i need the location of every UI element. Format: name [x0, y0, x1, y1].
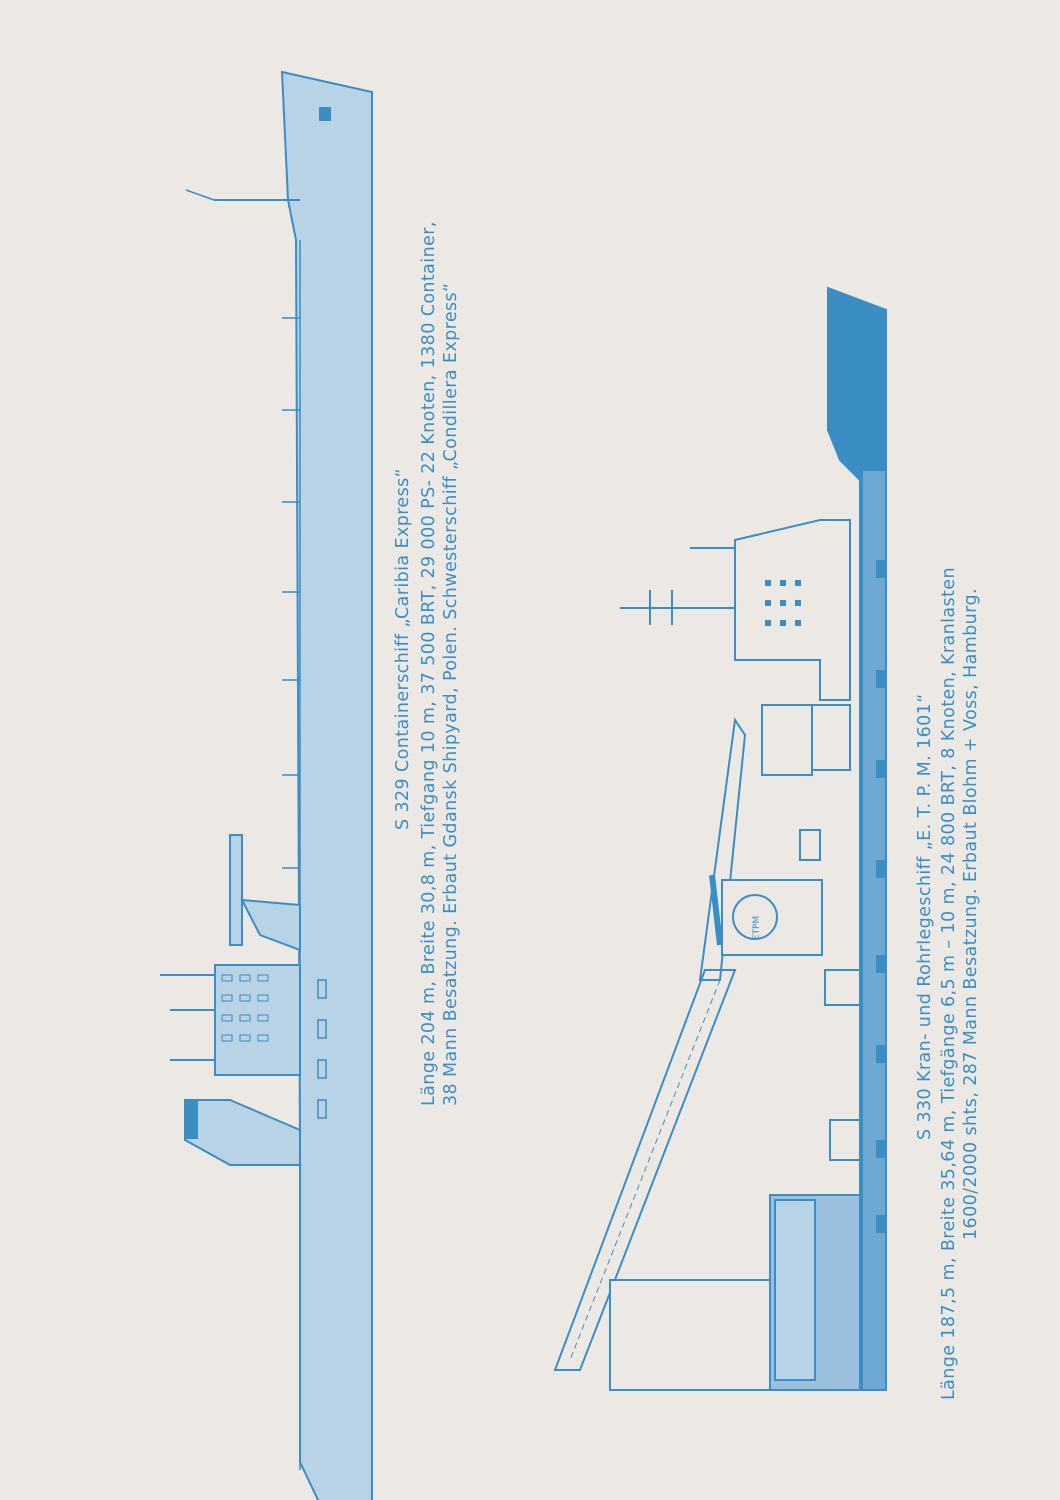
caption-container-ship: S 329 Containerschiff „Caribia Express“ [392, 468, 414, 830]
caption-crane-ship-title: S 330 Kran- und Rohrlegeschiff „E. T. P.… [915, 693, 935, 1140]
caption-crane-ship: S 330 Kran- und Rohrlegeschiff „E. T. P.… [914, 693, 936, 1140]
caption-crane-ship-details: Länge 187,5 m, Breite 35,64 m, Tiefgänge… [938, 567, 982, 1400]
container-ship-hull [280, 70, 373, 1500]
caption-container-ship-line2: 38 Mann Besatzung. Erbaut Gdansk Shipyar… [441, 282, 461, 1106]
caption-container-ship-details: Länge 204 m, Breite 30,8 m, Tiefgang 10 … [418, 221, 462, 1106]
caption-container-ship-line1: Länge 204 m, Breite 30,8 m, Tiefgang 10 … [419, 221, 439, 1106]
caption-container-ship-title: S 329 Containerschiff „Caribia Express“ [393, 467, 413, 830]
etpm-logo-text: ETPM [752, 916, 762, 940]
caption-crane-ship-line2: 1600/2000 shts, 287 Mann Besatzung. Erba… [961, 588, 981, 1240]
caption-crane-ship-line1: Länge 187,5 m, Breite 35,64 m, Tiefgänge… [939, 567, 959, 1400]
